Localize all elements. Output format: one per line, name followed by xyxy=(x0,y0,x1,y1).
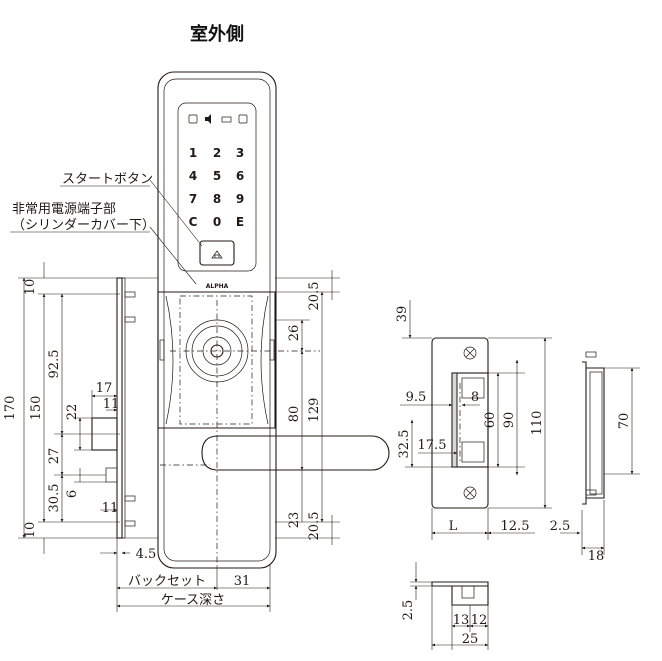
dim-129: 129 xyxy=(307,398,322,423)
housing-right-tab xyxy=(269,339,275,361)
front-right-dimensions xyxy=(275,270,340,545)
bottom-plate xyxy=(431,581,489,587)
key-e[interactable]: E xyxy=(236,215,244,229)
dim-17: 17 xyxy=(96,381,113,396)
side-plate xyxy=(582,361,587,505)
dim-110: 110 xyxy=(530,411,545,436)
dim-13: 13 xyxy=(453,613,470,628)
dim-80: 80 xyxy=(287,406,302,423)
dim-22: 22 xyxy=(65,404,80,421)
dim-11-bottom: 11 xyxy=(102,501,119,516)
start-button-callout: スタートボタン xyxy=(62,172,153,187)
dim-4-5: 4.5 xyxy=(136,547,157,562)
lever-handle xyxy=(201,435,390,471)
speaker-icon xyxy=(205,114,211,124)
page-title: 室外側 xyxy=(190,23,244,45)
strike-plate xyxy=(431,337,489,509)
key-5[interactable]: 5 xyxy=(213,169,221,183)
key-8[interactable]: 8 xyxy=(213,192,221,206)
key-9[interactable]: 9 xyxy=(236,192,244,206)
start-button-leader xyxy=(149,179,203,247)
dim-90: 90 xyxy=(502,412,517,429)
case-depth-label: ケース深さ xyxy=(161,593,225,608)
dim-6: 6 xyxy=(65,490,80,498)
key-6[interactable]: 6 xyxy=(236,169,244,183)
front-left-dimensions xyxy=(18,262,158,554)
dim-27: 27 xyxy=(47,448,62,465)
dim-23: 23 xyxy=(287,512,302,529)
dim-25: 25 xyxy=(462,632,479,647)
dim-11-top: 11 xyxy=(103,397,120,412)
backset-label: バックセット xyxy=(128,574,206,589)
dim-70: 70 xyxy=(617,413,632,430)
dim-L: L xyxy=(449,519,458,534)
dim-60: 60 xyxy=(483,412,498,429)
front-view: 1 2 3 4 5 6 7 8 9 C 0 E ALPHA xyxy=(157,71,390,569)
dim-150: 150 xyxy=(29,396,44,421)
housing-left-tab xyxy=(159,339,165,361)
side-box xyxy=(586,367,605,499)
strike-bottom-view xyxy=(410,562,489,650)
key-7[interactable]: 7 xyxy=(189,192,197,206)
keypad-keys: 1 2 3 4 5 6 7 8 9 C 0 E xyxy=(189,146,245,229)
dim-9-5: 9.5 xyxy=(406,390,427,405)
lock-closed-icon xyxy=(238,114,248,124)
lock-open-icon xyxy=(188,114,198,124)
dim-2-5: 2.5 xyxy=(550,519,571,534)
dim-10-top: 10 xyxy=(23,279,38,296)
dim-31: 31 xyxy=(234,574,251,589)
dim-10-bottom: 10 xyxy=(23,522,38,539)
faceplate-screws xyxy=(124,291,136,527)
dim-17-5: 17.5 xyxy=(418,438,447,453)
terminal-callout-line2: （シリンダーカバー下） xyxy=(12,218,155,233)
dim-2-5-bottom: 2.5 xyxy=(401,600,416,621)
dim-18: 18 xyxy=(588,549,605,564)
keypad-panel xyxy=(177,102,257,272)
terminal-leader xyxy=(149,226,197,285)
strike-plate-view xyxy=(400,300,581,540)
battery-icon xyxy=(221,116,232,123)
start-button[interactable] xyxy=(199,240,235,266)
dim-170: 170 xyxy=(3,396,18,421)
key-c[interactable]: C xyxy=(189,215,198,229)
strike-lip xyxy=(451,372,458,468)
dim-39: 39 xyxy=(395,306,410,323)
housing-right-curve xyxy=(260,295,269,425)
key-1[interactable]: 1 xyxy=(189,146,197,160)
deadbolt xyxy=(105,467,118,483)
hidden-frame xyxy=(179,295,253,425)
dim-12-5: 12.5 xyxy=(501,519,530,534)
key-4[interactable]: 4 xyxy=(189,169,197,183)
dim-20-5-bottom: 20.5 xyxy=(307,512,322,541)
key-2[interactable]: 2 xyxy=(213,146,221,160)
bottom-box xyxy=(451,586,489,606)
housing-left-curve xyxy=(165,295,174,425)
terminal-callout-line1: 非常用電源端子部 xyxy=(12,202,116,217)
key-0[interactable]: 0 xyxy=(213,215,221,229)
screw-bottom-icon xyxy=(463,486,477,500)
dim-92-5: 92.5 xyxy=(47,350,62,379)
dim-12: 12 xyxy=(471,613,488,628)
cylinder-housing xyxy=(157,291,276,429)
dim-26: 26 xyxy=(287,325,302,342)
start-button-icon xyxy=(211,250,223,259)
strike-side-view xyxy=(581,351,640,555)
dim-30-5: 30.5 xyxy=(47,484,62,513)
brand-logo: ALPHA xyxy=(206,283,229,290)
dim-20-5-top: 20.5 xyxy=(307,282,322,311)
front-bottom-dimensions xyxy=(100,538,271,612)
dim-32-5: 32.5 xyxy=(397,430,412,459)
status-icon-row xyxy=(188,114,248,124)
key-3[interactable]: 3 xyxy=(236,146,244,160)
dim-8: 8 xyxy=(471,390,479,405)
screw-top-icon xyxy=(463,346,477,360)
